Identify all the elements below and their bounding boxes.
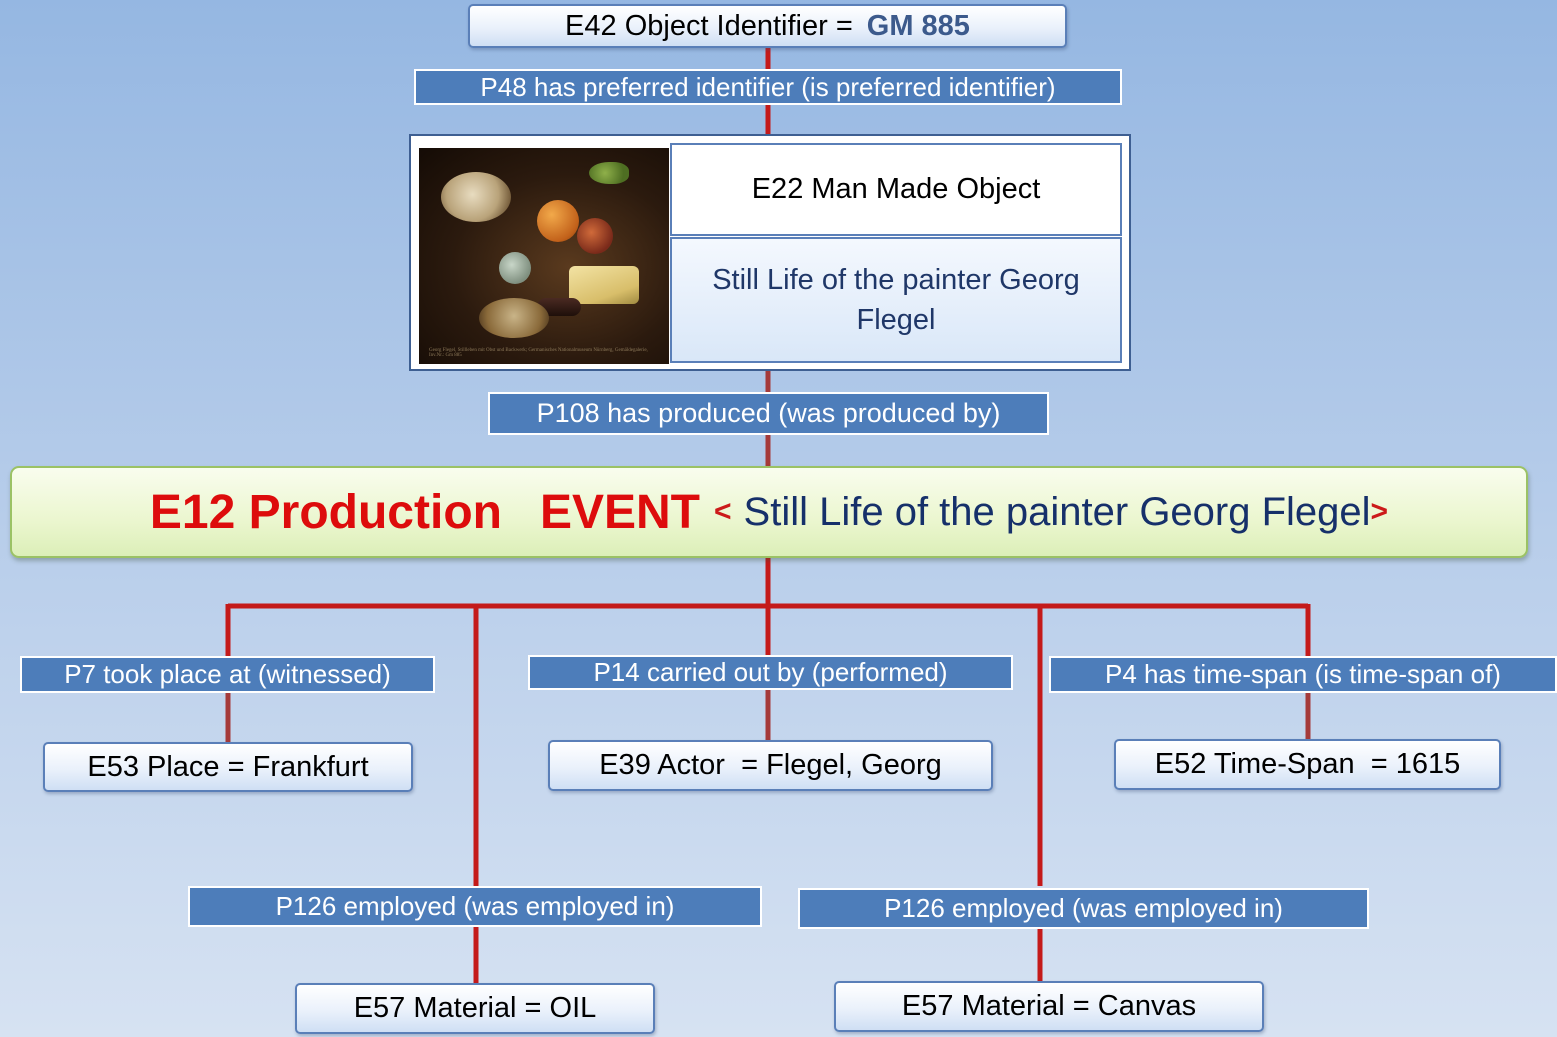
painting-cheese xyxy=(569,266,639,304)
identifier-node: E42 Object Identifier = GM 885 xyxy=(468,4,1067,48)
property-p7: P7 took place at (witnessed) xyxy=(20,656,435,693)
material-canvas-node: E57 Material = Canvas xyxy=(834,981,1264,1032)
timespan-node: E52 Time-Span = 1615 xyxy=(1114,739,1501,790)
painting-fruit-pomegranate xyxy=(577,218,613,254)
material-oil-node: E57 Material = OIL xyxy=(295,983,655,1034)
event-open-bracket: < xyxy=(714,495,732,528)
object-name-box: Still Life of the painter Georg Flegel xyxy=(670,237,1122,363)
painting-caption: Georg Flegel, Stillleben mit Obst und Ba… xyxy=(429,348,648,358)
property-p108: P108 has produced (was produced by) xyxy=(488,392,1049,435)
painting-bread-basket xyxy=(441,172,511,222)
painting-grapes xyxy=(499,252,531,284)
property-p4: P4 has time-span (is time-span of) xyxy=(1049,656,1557,693)
production-event: E12 Production EVENT < Still Life of the… xyxy=(10,466,1528,558)
painting-plate xyxy=(479,298,549,338)
painting-fruit-orange xyxy=(537,200,579,242)
object-panel: Georg Flegel, Stillleben mit Obst und Ba… xyxy=(409,134,1131,371)
event-close-bracket: > xyxy=(1370,495,1389,528)
painting-sausage xyxy=(537,298,581,316)
property-p126-oil: P126 employed (was employed in) xyxy=(188,886,762,927)
place-node: E53 Place = Frankfurt xyxy=(43,742,413,792)
event-type-label: EVENT xyxy=(539,485,700,539)
actor-node: E39 Actor = Flegel, Georg xyxy=(548,740,993,791)
painting-bird xyxy=(589,162,629,184)
property-p126-canvas: P126 employed (was employed in) xyxy=(798,888,1369,929)
identifier-class-label: E42 Object Identifier = xyxy=(565,9,853,42)
property-p48: P48 has preferred identifier (is preferr… xyxy=(414,69,1122,105)
still-life-painting: Georg Flegel, Stillleben mit Obst und Ba… xyxy=(419,148,669,364)
identifier-value: GM 885 xyxy=(866,9,970,42)
event-class-label: E12 Production xyxy=(149,485,502,539)
event-name: Still Life of the painter Georg Flegel xyxy=(743,489,1371,534)
object-class-box: E22 Man Made Object xyxy=(670,143,1122,236)
property-p14: P14 carried out by (performed) xyxy=(528,655,1013,690)
